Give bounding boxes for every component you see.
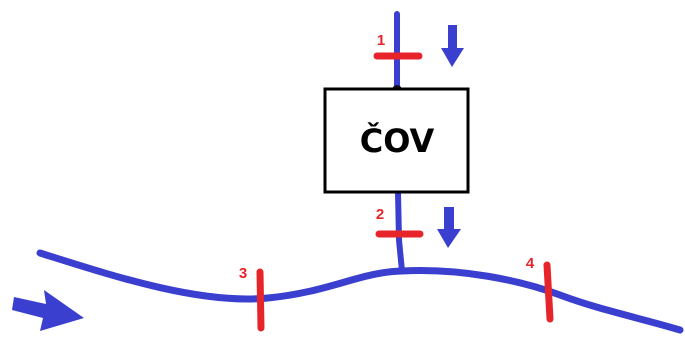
sampling-marker-1-label: 1 [377,32,385,49]
river [36,249,684,334]
sampling-marker-3-label: 3 [239,265,247,282]
sampling-marker-3 [256,268,265,332]
sampling-marker-2-label: 2 [376,206,384,223]
sampling-marker-4-label: 4 [526,255,535,272]
sampling-marker-4 [543,261,554,323]
outflow-pipe [395,189,405,274]
wastewater-plant-box [323,87,470,194]
arrow-down-icon [437,207,461,248]
arrow-down-icon [441,25,464,67]
arrow-right-icon [12,290,84,331]
wastewater-plant-label: ČOV [360,121,435,160]
